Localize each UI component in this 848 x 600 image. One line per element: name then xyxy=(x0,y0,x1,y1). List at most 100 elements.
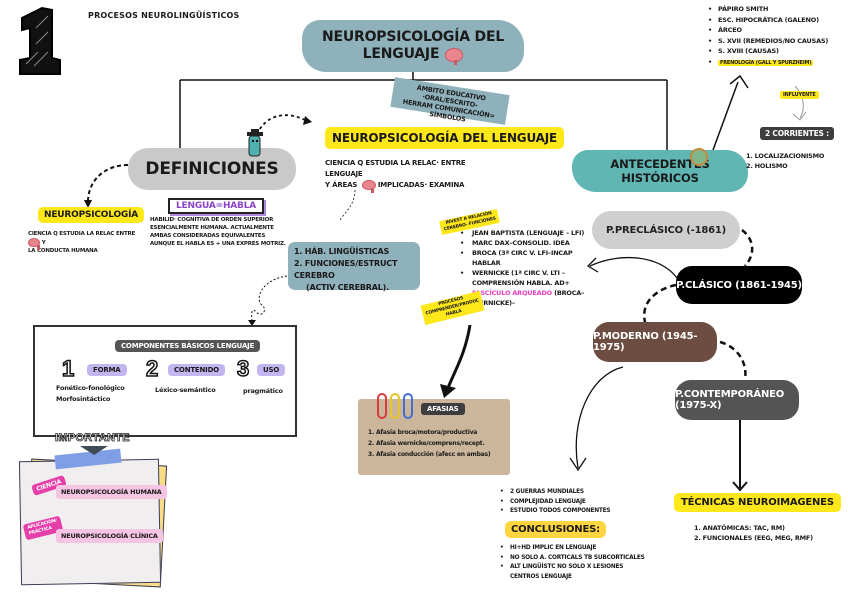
afasia-item: 3. Afasia conducción (afecc en ambas) xyxy=(368,451,491,458)
page-title: PROCESOS NEUROLINGÜÍSTICOS xyxy=(88,11,240,20)
afasias-list: 1. Afasia broca/motora/productiva 2. Afa… xyxy=(368,427,491,460)
paperclip-red-icon xyxy=(377,393,387,419)
np-def-a: CIENCIA Q ESTUDIA LA RELAC ENTRE xyxy=(28,231,136,237)
period-moderno: P.MODERNO (1945-1975) xyxy=(593,322,717,362)
habilidades-item: 2. FUNCIONES/ESTRUCT CEREBRO xyxy=(294,259,398,280)
antecedentes-line1: ANTECEDENTES xyxy=(610,157,710,171)
afasia-item: 2. Afasia wernicke/comprens/recept. xyxy=(368,440,485,447)
lengua-habla-tag: LENGUA=HABLA xyxy=(168,198,264,214)
np-desc-line2b: IMPLICADAS· EXAMINA xyxy=(377,181,465,189)
number-one-icon xyxy=(19,6,61,75)
tecnicas-list: 1. ANATÓMICAS: TAC, RM) 2. FUNCIONALES (… xyxy=(694,523,813,543)
np-desc-line2a: Y ÁREAS xyxy=(325,181,358,189)
clasico-list: JEAN BAPTISTA (LENGUAJE – LFI) MARC DAX–… xyxy=(460,228,586,308)
tecnica-item: 1. ANATÓMICAS: TAC, RM) xyxy=(694,524,785,532)
main-title-line2: LENGUAJE xyxy=(362,46,440,62)
definiciones-node: DEFINICIONES xyxy=(128,148,296,190)
component-contenido: CONTENIDO xyxy=(168,364,225,376)
arrowhead-8 xyxy=(569,457,587,472)
arrow-habilidades-to-componentes xyxy=(251,275,288,323)
arrowhead-6 xyxy=(792,111,807,121)
component-number: 2 xyxy=(145,355,159,382)
list-item: FRENOLOGÍA (GALL Y SPURZHEIM) xyxy=(708,57,828,69)
corrientes-list: 1. LOCALIZACIONISMO 2. HOLISMO xyxy=(746,151,824,171)
paperclip-yellow-icon xyxy=(390,393,400,419)
list-item: ESC. HIPOCRÁTICA (GALENO) xyxy=(708,15,828,26)
habilidades-item: 1. HÁB. LINGÜÍSTICAS xyxy=(294,247,390,256)
afasia-item: 1. Afasia broca/motora/productiva xyxy=(368,429,478,436)
np-def-c: LA CONDUCTA HUMANA xyxy=(28,248,98,254)
np-lenguaje-title: NEUROPSICOLOGÍA DEL LENGUAJE xyxy=(325,127,564,149)
list-item: ESTUDIO TODOS COMPONENTES xyxy=(500,507,611,517)
conclusiones-list: HI+HD IMPLIC EN LENGUAJE NO SOLO A. CORT… xyxy=(500,544,650,582)
corriente-item: 1. LOCALIZACIONISMO xyxy=(746,152,825,160)
lengua-habla-desc: HABILID· COGNITIVA DE ORDEN SUPERIOR ESE… xyxy=(150,217,286,247)
componentes-title: COMPONENTES BÁSICOS LENGUAJE xyxy=(115,340,261,352)
corrientes-title: 2 CORRIENTES : xyxy=(760,127,834,140)
influyente-tag: INFLUYENTE xyxy=(780,91,819,99)
list-item: BROCA (3ª CIRC V. LFI–INCAP HABLAR xyxy=(460,248,586,268)
component-desc-line: Morfosintáctico xyxy=(56,395,111,403)
list-item: ÁRCEO xyxy=(708,25,828,36)
list-item: S. XVII (REMEDIOS/NO CAUSAS) xyxy=(708,36,828,47)
list-item: COMPLEJIDAD LENGUAJE xyxy=(500,498,610,508)
paperclip-blue-icon xyxy=(403,393,413,419)
moderno-list: 2 GUERRAS MUNDIALES COMPLEJIDAD LENGUAJE… xyxy=(500,488,611,517)
fasciculo-highlight: FASCÍCULO ARQUEADO xyxy=(472,289,552,297)
main-title: NEUROPSICOLOGÍA DEL LENGUAJE xyxy=(302,20,524,72)
afasias-title: AFASIAS xyxy=(421,403,465,415)
graduate-mascot-icon xyxy=(247,129,263,157)
arrow-np-to-habilidades xyxy=(339,189,356,221)
dash-cla-to-mod xyxy=(642,283,677,323)
list-item: HI+HD IMPLIC EN LENGUAJE xyxy=(500,544,650,554)
dash-pre-to-cla xyxy=(741,229,754,267)
arrow-clasico-to-list xyxy=(589,256,678,279)
habilidades-box: 1. HÁB. LINGÜÍSTICAS 2. FUNCIONES/ESTRUC… xyxy=(288,242,420,292)
wernicke-text: WERNICKE (1ª CIRC V. LTI – COMPRENSIÓN H… xyxy=(472,269,570,287)
history-list: PÁPIRO SMITH ESC. HIPOCRÁTICA (GALENO) Á… xyxy=(708,4,828,68)
habilidades-item: (ACTIV CEREBRAL). xyxy=(306,283,389,292)
list-item: 2 GUERRAS MUNDIALES xyxy=(500,488,610,498)
arrow-moderno-to-list xyxy=(575,366,624,469)
list-item: WERNICKE (1ª CIRC V. LTI – COMPRENSIÓN H… xyxy=(460,268,586,308)
np-def-b: Y xyxy=(41,240,46,246)
conclusiones-title: CONCLUSIONES: xyxy=(505,521,606,538)
arrow-antecedentes-to-history xyxy=(712,81,739,151)
antecedentes-node: ANTECEDENTES HISTÓRICOS xyxy=(572,150,748,192)
list-item: S. XVIII (CAUSAS) xyxy=(708,46,828,57)
neuropsicologia-desc: CIENCIA Q ESTUDIA LA RELAC ENTRE Y LA CO… xyxy=(28,230,146,255)
tecnica-item: 2. FUNCIONALES (EEG, MEG, RMF) xyxy=(694,534,813,542)
list-item: NO SOLO A. CORTICALS TB SUBCORTICALES xyxy=(500,554,650,564)
important-banner-arrow xyxy=(80,446,108,455)
component-number: 1 xyxy=(61,355,75,382)
brain-icon xyxy=(28,238,40,250)
component-contenido-desc: Léxico-semántico xyxy=(155,386,216,394)
component-uso: USO xyxy=(257,364,286,376)
neuropsicologia-clinica: NEUROPSICOLOGÍA CLÍNICA xyxy=(56,529,163,543)
arrowhead-5 xyxy=(729,74,749,89)
dash-mod-to-con xyxy=(719,340,747,381)
main-title-line1: NEUROPSICOLOGÍA DEL xyxy=(321,29,505,45)
list-item: PÁPIRO SMITH xyxy=(708,4,828,15)
period-preclasico: P.PRECLÁSICO (-1861) xyxy=(592,211,740,249)
neuropsicologia-humana: NEUROPSICOLOGÍA HUMANA xyxy=(56,485,167,499)
component-desc-line: Fonético-fonológico xyxy=(56,384,125,392)
arrow-clasico-to-afasias xyxy=(446,324,472,389)
arrowhead-7 xyxy=(586,257,599,273)
period-contemporaneo: P.CONTEMPORÁNEO (1975-X) xyxy=(675,380,799,420)
component-forma: FORMA xyxy=(87,364,127,376)
tecnicas-title: TÉCNICAS NEUROIMAGENES xyxy=(674,493,841,512)
list-item: JEAN BAPTISTA (LENGUAJE – LFI) xyxy=(460,228,586,238)
ambito-note: ÁMBITO EDUCATIVO ·ORAL/ESCRITO- HERRAM C… xyxy=(390,77,510,125)
globe-icon xyxy=(690,148,708,166)
brain-icon xyxy=(445,47,464,65)
arrowhead-9 xyxy=(732,481,748,492)
arrowhead-4 xyxy=(440,384,456,398)
component-number: 3 xyxy=(236,355,250,382)
neuropsicologia-tag: NEUROPSICOLOGÍA xyxy=(38,207,145,223)
component-uso-desc: pragmático xyxy=(243,387,283,395)
antecedentes-line2: HISTÓRICOS xyxy=(621,171,699,185)
period-clasico: P.CLÁSICO (1861-1945) xyxy=(676,266,802,304)
arrowhead-2 xyxy=(303,116,312,125)
wernicke-tail: (BROCA–WERNICKE)– xyxy=(472,289,585,307)
